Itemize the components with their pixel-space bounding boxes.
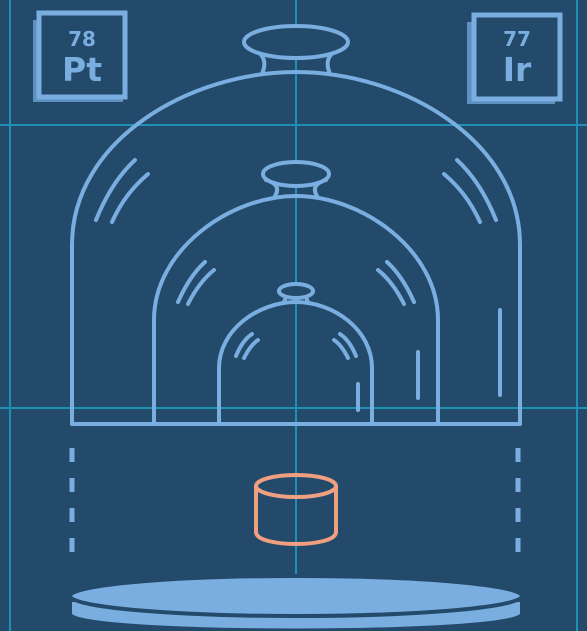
element-symbol: Ir <box>503 50 532 89</box>
cylinder-icon <box>254 473 338 546</box>
atomic-number: 77 <box>503 27 531 51</box>
tile-face <box>471 12 563 102</box>
tile-face <box>36 10 128 100</box>
element-tile-platinum: 78 Pt <box>33 10 128 102</box>
element-tile-iridium: 77 Ir <box>467 12 563 104</box>
guide-lines <box>69 448 521 565</box>
bell-jar-large-icon <box>70 24 522 426</box>
bell-jar-small-icon <box>217 282 374 426</box>
platform-icon <box>68 574 524 631</box>
element-symbol: Pt <box>62 50 102 89</box>
atomic-number: 78 <box>68 27 96 51</box>
bell-jar-medium-icon <box>152 160 440 426</box>
